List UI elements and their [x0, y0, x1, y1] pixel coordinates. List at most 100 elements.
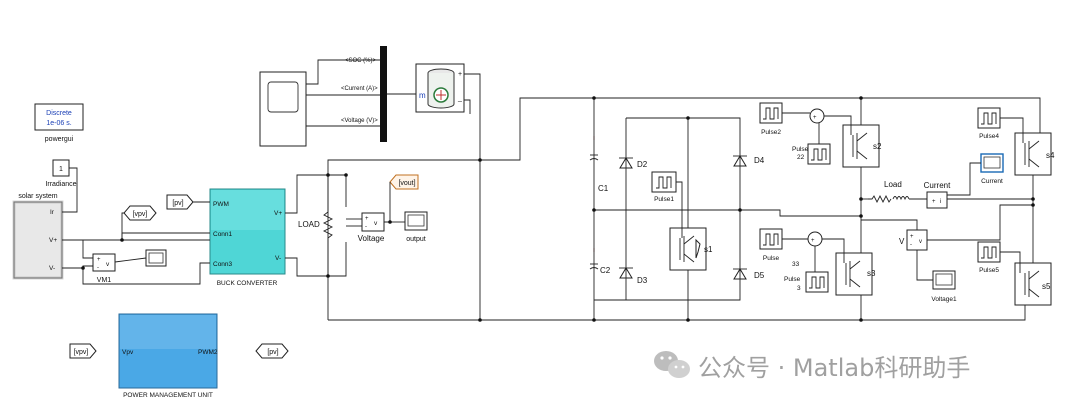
pulse4-generator[interactable] — [977, 107, 1001, 129]
battery-scope[interactable] — [259, 71, 307, 147]
v-meas-plus: + — [910, 234, 914, 240]
irradiance-label: Irradiance — [45, 181, 76, 188]
rl-load[interactable] — [868, 194, 910, 204]
solar-port-vplus: V+ — [49, 237, 57, 244]
output-scope-label: output — [406, 236, 426, 243]
current-meas-plus: + — [932, 199, 936, 205]
pulse22-generator[interactable] — [807, 143, 831, 165]
current-measurement[interactable]: + i — [926, 191, 948, 209]
d2-label: D2 — [637, 160, 648, 169]
solar-port-vminus: V- — [49, 265, 55, 272]
buck-port-vplus: V+ — [274, 210, 282, 217]
igbt-s3[interactable] — [835, 252, 873, 296]
current-scope-label: Current — [981, 178, 1003, 185]
junction-dots — [81, 96, 1035, 322]
pulse2-generator[interactable] — [759, 102, 783, 124]
battery-block[interactable]: m + _ — [415, 63, 465, 113]
igbt-s2[interactable] — [842, 124, 880, 168]
load-label: Load — [884, 180, 902, 189]
c1-label: C1 — [598, 184, 609, 193]
pulse33-label-a: 33 — [792, 261, 800, 268]
watermark-text: 公众号 · Matlab科研助手 — [698, 354, 970, 382]
solar-system-label: solar system — [18, 193, 57, 200]
igbt-s4[interactable] — [1014, 132, 1052, 176]
v-meas-v: v — [919, 239, 922, 245]
wechat-logo-icon — [654, 351, 690, 378]
igbt-s1[interactable] — [669, 227, 707, 271]
voltage-meas-plus: + — [365, 216, 369, 222]
pulse33-label-c: 3 — [797, 285, 801, 292]
voltage-meas-label: Voltage — [358, 234, 385, 243]
pulse4-label: Pulse4 — [979, 133, 999, 140]
buck-port-pwm: PWM — [213, 201, 229, 208]
pmu-port-vpv: Vpv — [122, 349, 134, 356]
vpv-from-tag-pmu[interactable]: [vpv] — [69, 343, 97, 359]
voltage-meas-minus: - — [365, 224, 367, 230]
current-meas-i: i — [940, 199, 941, 205]
battery-minus: _ — [457, 95, 462, 102]
solar-port-ir: Ir — [50, 209, 55, 216]
pulse3-label: Pulse — [763, 255, 780, 262]
s2-label: s2 — [873, 142, 882, 151]
buck-port-vminus: V- — [275, 255, 281, 262]
output-scope[interactable] — [404, 211, 428, 231]
pulse33-label-b: Pulse — [784, 276, 801, 283]
s5-label: s5 — [1042, 282, 1051, 291]
powergui-label: powergui — [45, 136, 74, 143]
buck-converter-label: BUCK CONVERTER — [217, 280, 278, 287]
solar-system-block[interactable]: Ir V+ V- — [12, 200, 64, 280]
pmu-port-pwm2: PWM2 — [198, 349, 218, 356]
pulse1-generator[interactable] — [651, 171, 677, 193]
pulse22-label-b: 22 — [797, 154, 805, 161]
sum-bottom-sign: + — [811, 238, 815, 244]
pulse3-generator[interactable] — [759, 228, 783, 250]
vout-goto-tag[interactable]: [vout] — [389, 174, 419, 190]
current-scope[interactable] — [980, 153, 1004, 173]
vpv-from-text: [vpv] — [74, 349, 89, 356]
voltage1-label: Voltage1 — [931, 296, 957, 303]
wiring — [62, 59, 1041, 321]
buck-converter-block[interactable]: PWM Conn1 Conn3 V+ V- — [209, 188, 286, 275]
vm1-label: VM1 — [97, 277, 112, 284]
pv-from-tag-buck[interactable]: [pv] — [166, 194, 194, 210]
voltage-measurement-v[interactable]: + - v — [906, 229, 928, 251]
voltage1-scope[interactable] — [932, 270, 956, 290]
c2-label: C2 — [600, 266, 611, 275]
pulse2-label: Pulse2 — [761, 129, 781, 136]
vpv-goto-text: [vpv] — [133, 211, 148, 218]
sum-top-sign: + — [813, 115, 817, 121]
pulse5-label: Pulse5 — [979, 267, 999, 274]
vm1-minus: - — [97, 265, 99, 271]
powergui-mode-line2: 1e-06 s. — [46, 120, 71, 127]
pv-goto-tag-pmu[interactable]: [pv] — [255, 343, 289, 359]
pulse22-label-a: Pulse — [792, 146, 809, 153]
vpv-goto-tag[interactable]: [vpv] — [123, 205, 157, 221]
vm1-scope[interactable] — [145, 249, 167, 267]
v-label: V — [899, 237, 905, 246]
load-left-label: LOAD — [298, 220, 320, 229]
sum-block-bottom[interactable]: + — [807, 231, 823, 247]
pulse5-generator[interactable] — [977, 241, 1001, 263]
vm1-voltage-measurement[interactable]: + - v — [92, 253, 116, 272]
irradiance-constant-block[interactable]: 1 — [52, 159, 70, 177]
pulse1-label: Pulse1 — [654, 196, 674, 203]
s4-label: s4 — [1046, 151, 1055, 160]
current-meas-label: Current — [924, 181, 951, 190]
igbt-s5[interactable] — [1014, 262, 1052, 306]
sum-block-top[interactable]: + — [809, 108, 825, 124]
bus-selector-bar[interactable] — [380, 46, 387, 142]
powergui-block[interactable]: Discrete 1e-06 s. — [34, 103, 84, 131]
battery-soc-signal: <SOC (%)> — [345, 58, 377, 64]
voltage-measurement-block[interactable]: + - v — [361, 212, 385, 232]
battery-voltage-signal: <Voltage (V)> — [341, 118, 378, 124]
pv-goto-text: [pv] — [267, 349, 278, 356]
battery-m-port: m — [419, 91, 426, 100]
s3-label: s3 — [867, 269, 876, 278]
vm1-v: v — [106, 261, 110, 268]
power-management-unit-block[interactable]: Vpv PWM2 — [118, 313, 218, 389]
v-meas-minus: - — [910, 242, 912, 248]
pv-from-text: [pv] — [172, 200, 183, 207]
voltage-meas-v: v — [374, 220, 378, 227]
pulse33-generator[interactable] — [805, 271, 829, 293]
